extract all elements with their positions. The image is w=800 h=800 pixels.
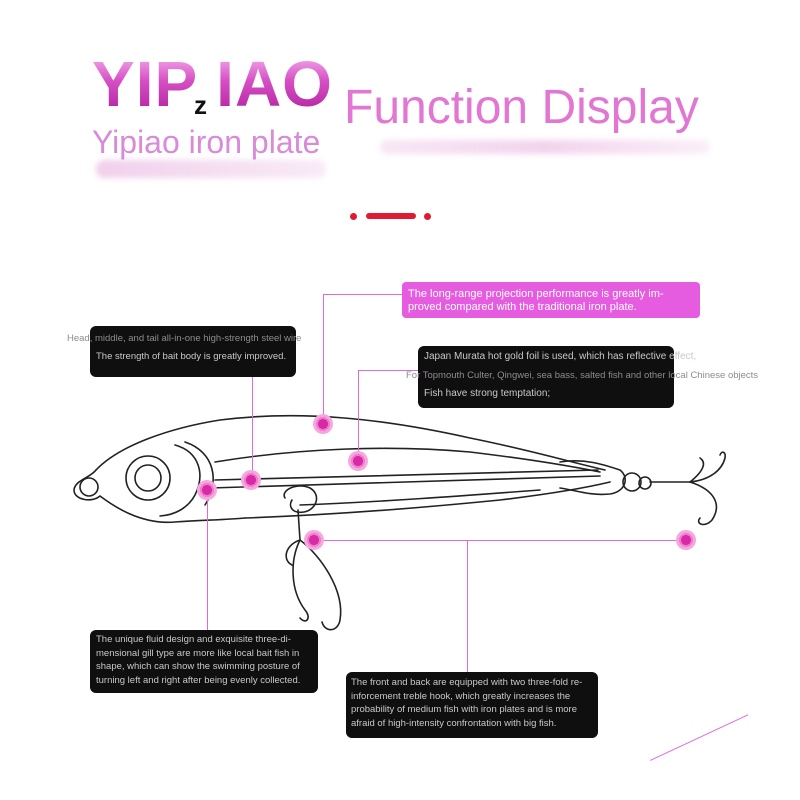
- callout-steel-wire: [90, 326, 296, 377]
- callout-treble-hook-line3: probability of medium fish with iron pla…: [351, 704, 577, 715]
- marker-dot: [348, 451, 368, 471]
- brand-logo-z: z: [194, 90, 207, 120]
- callout-line: [358, 370, 359, 462]
- reflection-smear: [380, 140, 710, 154]
- callout-steel-wire-line2: The strength of bait body is greatly imp…: [96, 351, 287, 362]
- callout-gold-foil-line1: Japan Murata hot gold foil is used, whic…: [424, 351, 697, 362]
- callout-projection-line2: proved compared with the traditional iro…: [408, 301, 637, 313]
- callout-line: [252, 352, 253, 480]
- callout-projection-line1: The long-range projection performance is…: [408, 288, 664, 300]
- callout-projection: The long-range projection performance is…: [402, 282, 700, 318]
- callout-line: [314, 540, 686, 541]
- callout-fluid-design-line4: turning left and right after being evenl…: [96, 674, 301, 686]
- callout-fluid-design-line2: mensional gill type are more like local …: [96, 647, 300, 659]
- reflection-smear: [96, 160, 326, 178]
- callout-gold-foil-line3: Fish have strong temptation;: [424, 388, 551, 399]
- marker-dot: [241, 470, 261, 490]
- callout-line: [467, 540, 468, 672]
- separator-bar: [366, 213, 416, 219]
- brand-subtitle: Yipiao iron plate: [92, 124, 321, 160]
- callout-fluid-design-line3: shape, which can show the swimming postu…: [96, 661, 300, 672]
- callout-fluid-design-line1: The unique fluid design and exquisite th…: [96, 634, 291, 645]
- separator-dot: [424, 213, 431, 220]
- callout-line: [207, 490, 208, 632]
- callout-gold-foil: [418, 346, 674, 408]
- section-headline: Function Display: [344, 81, 699, 134]
- marker-dot: [313, 414, 333, 434]
- callout-treble-hook-line2: inforcement treble hook, which greatly i…: [351, 690, 571, 702]
- callout-treble-hook: The front and back are equipped with two…: [346, 672, 598, 738]
- callout-line: [358, 370, 418, 371]
- marker-dot: [676, 530, 696, 550]
- callout-fluid-design: The unique fluid design and exquisite th…: [90, 630, 318, 693]
- separator-dot: [350, 213, 357, 220]
- callout-treble-hook-line1: The front and back are equipped with two…: [351, 677, 583, 688]
- marker-dot: [197, 480, 217, 500]
- callout-line: [323, 294, 324, 424]
- callout-gold-foil-line2: For Topmouth Culter, Qingwei, sea bass, …: [406, 370, 759, 381]
- callout-steel-wire-line1: Head, middle, and tail all-in-one high-s…: [67, 333, 302, 344]
- callout-treble-hook-line4: afraid of high-intensity confrontation w…: [351, 717, 557, 729]
- marker-dot: [304, 530, 324, 550]
- callout-line: [323, 294, 403, 295]
